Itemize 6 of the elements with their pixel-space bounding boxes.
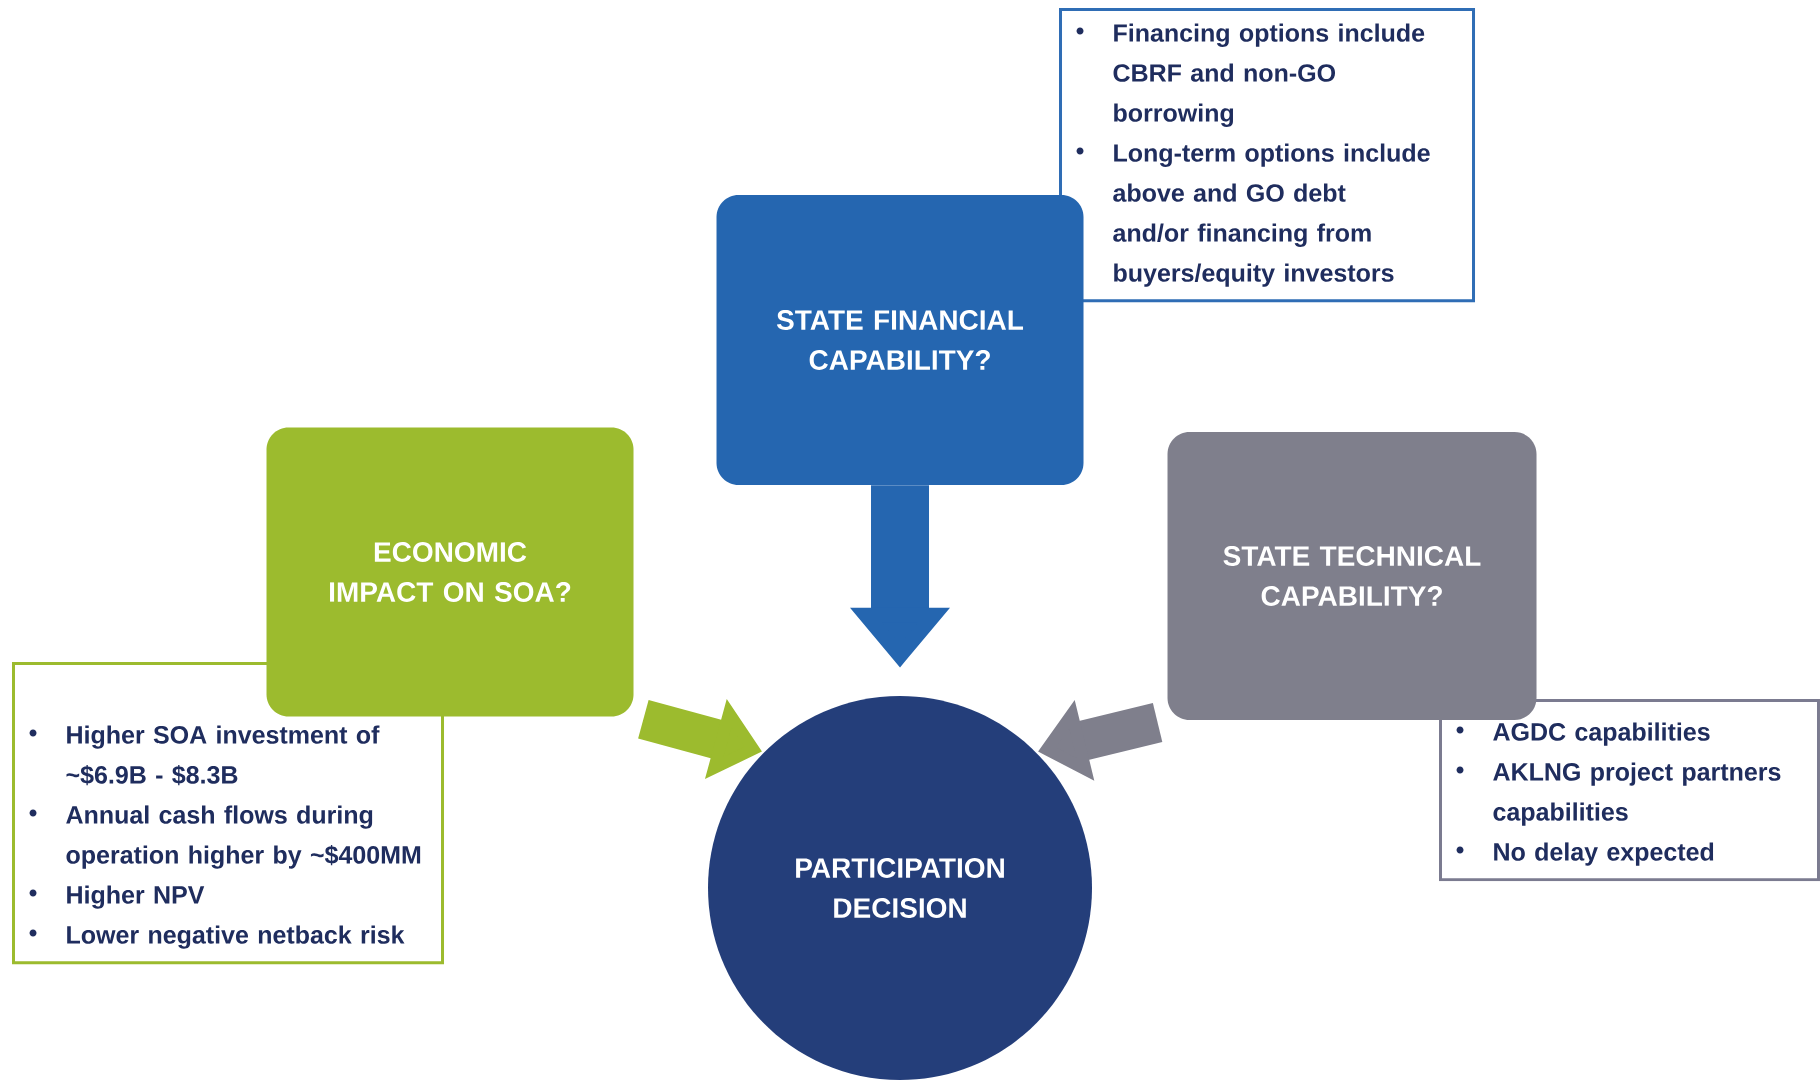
text-box: Financing options include CBRF and non-GO borrowing Long-term options include above and GO debt and/or financing from buyers/equity investors [1059,8,1475,303]
question-box: STATE FINANCIAL CAPABILITY? [716,195,1084,485]
text-box: Higher SOA investment of ~$6.9B - $8.3B Annual cash flows during operation higher by ~$400MM Higher NPV Lower negative netback risk [12,662,444,965]
text-box: AGDC capabilities AKLNG project partners capabilities No delay expected [1439,699,1820,882]
question-box: STATE TECHNICAL CAPABILITY? [1167,432,1537,720]
question-box: ECONOMIC IMPACT ON SOA? [266,427,634,717]
